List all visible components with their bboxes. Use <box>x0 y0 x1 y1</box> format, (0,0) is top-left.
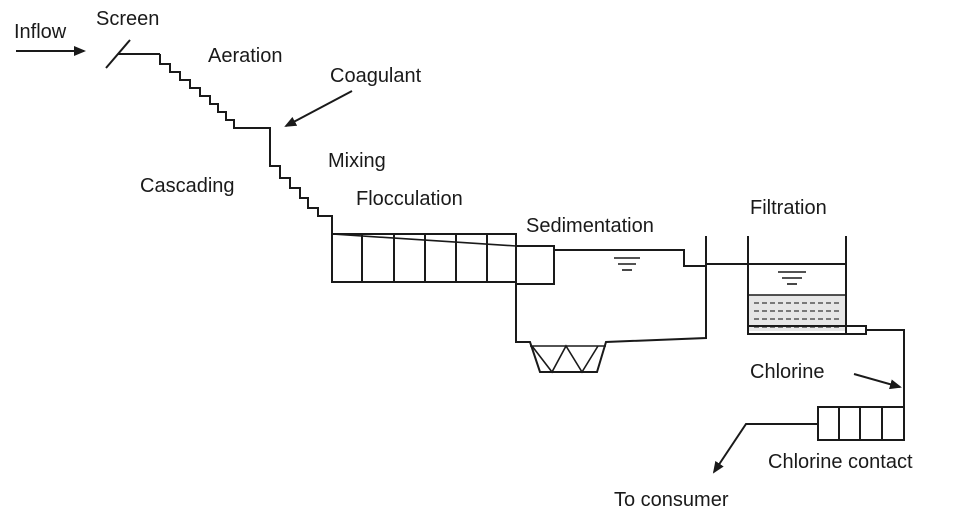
label-screen: Screen <box>96 8 159 30</box>
coagulant-arrow <box>284 90 353 127</box>
label-filtration: Filtration <box>750 197 827 219</box>
label-to-consumer: To consumer <box>614 489 729 511</box>
filtration-tank <box>747 236 867 335</box>
flocculation-basin <box>331 233 517 283</box>
filter-water-level-symbol <box>778 271 806 285</box>
label-aeration: Aeration <box>208 45 283 67</box>
screen-icon <box>105 39 160 69</box>
water-level-symbol <box>614 257 640 271</box>
chlorine-contact-tank <box>817 406 905 441</box>
label-coagulant: Coagulant <box>330 65 422 87</box>
label-sedimentation: Sedimentation <box>526 215 654 237</box>
label-chlorine: Chlorine <box>750 361 824 383</box>
label-inflow: Inflow <box>14 21 67 43</box>
to-consumer-arrow <box>712 423 818 474</box>
label-chlorine-contact: Chlorine contact <box>768 451 913 473</box>
chlorine-arrow <box>853 373 902 390</box>
label-cascading: Cascading <box>140 175 235 197</box>
label-mixing: Mixing <box>328 150 386 172</box>
sedimentation-basin <box>515 236 707 374</box>
label-flocculation: Flocculation <box>356 188 463 210</box>
outlet-pipe <box>866 329 905 440</box>
cascade-aeration-steps <box>159 54 333 234</box>
